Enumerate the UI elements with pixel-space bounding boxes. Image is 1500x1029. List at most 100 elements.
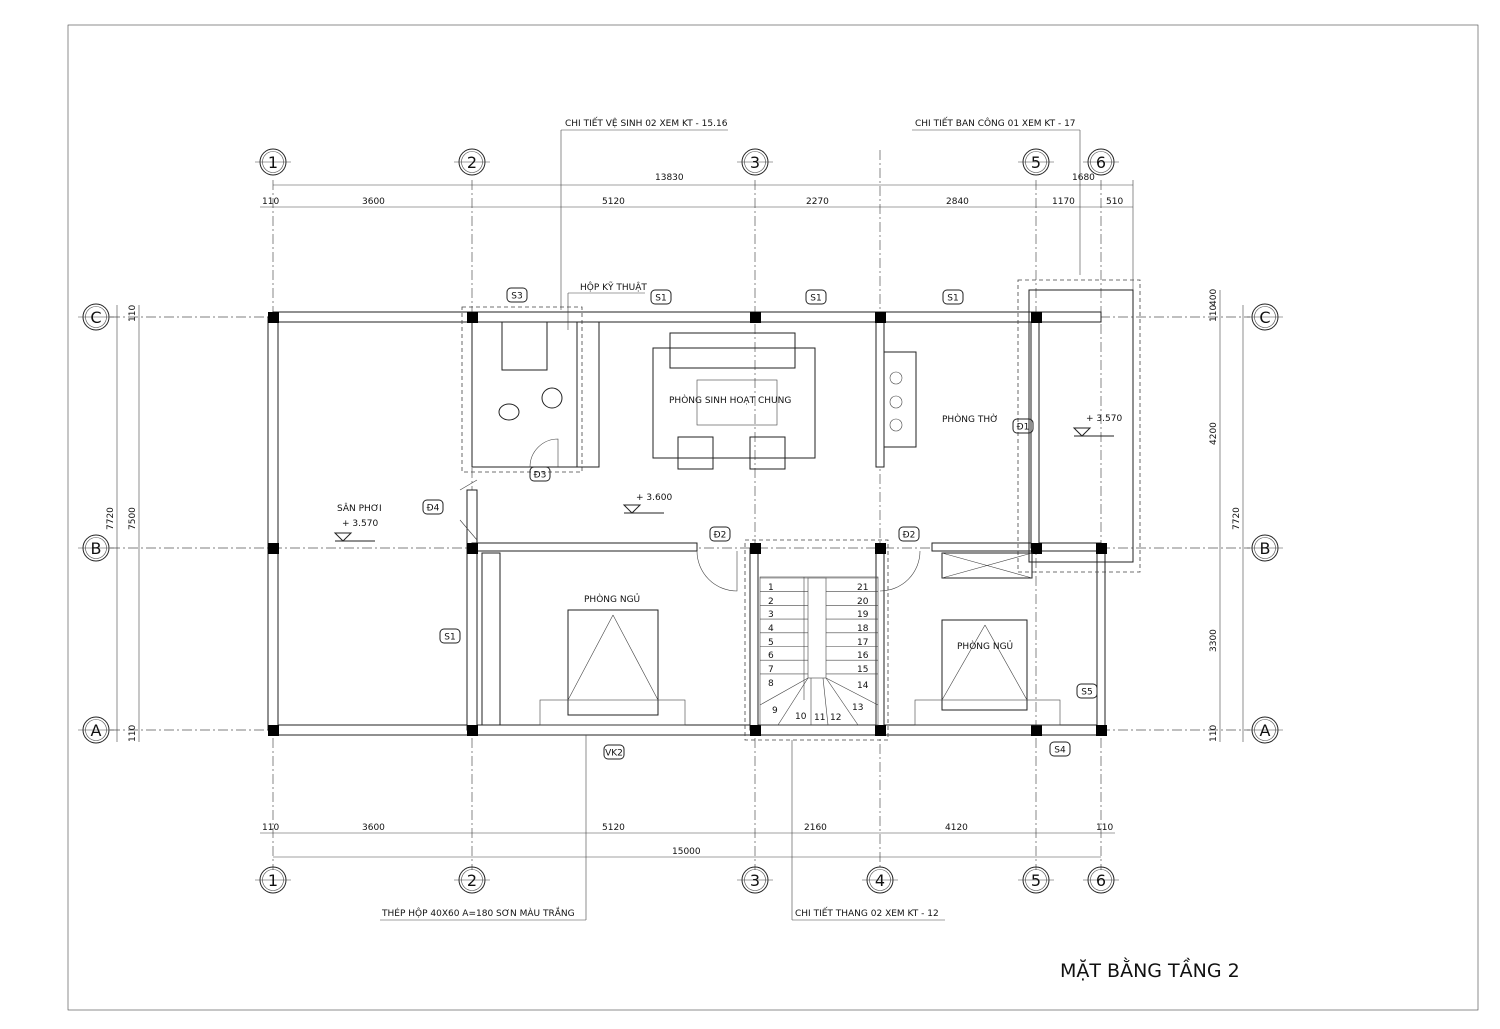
stair-number: 10 [795, 712, 807, 722]
stair-number: 4 [768, 624, 774, 634]
svg-text:7500: 7500 [128, 507, 138, 530]
walls [267, 279, 1141, 741]
level-markers: + 3.570 + 3.600 + 3.570 [333, 414, 1122, 542]
tag-s1b: S1 [805, 289, 827, 305]
stair-number: 18 [857, 624, 869, 634]
grid-bubble-right: B [1247, 534, 1283, 562]
svg-text:400: 400 [1209, 289, 1219, 306]
dim: 4120 [945, 823, 968, 833]
top-dimensions: 13830 1680 110 3600 5120 2270 2840 1170 … [260, 173, 1134, 290]
dim: 5120 [602, 197, 625, 207]
grid-label: A [91, 721, 102, 740]
grid-bubble-top: 6 [1083, 148, 1119, 176]
grid-bubble-bottom: 3 [737, 866, 773, 894]
svg-text:4200: 4200 [1209, 422, 1219, 445]
grid-label: 6 [1096, 153, 1106, 172]
grid-label: C [90, 308, 101, 327]
stair-number: 14 [857, 681, 869, 691]
stair-number: 15 [857, 665, 868, 675]
furniture [459, 321, 1061, 726]
svg-text:+ 3.600: + 3.600 [636, 493, 672, 503]
svg-text:110: 110 [128, 305, 138, 322]
tag-s3: S3 [506, 287, 528, 303]
grid-bubble-bottom: 6 [1083, 866, 1119, 894]
svg-text:S1: S1 [947, 294, 958, 304]
svg-text:Đ1: Đ1 [1017, 423, 1030, 433]
grid-label: B [91, 539, 102, 558]
grid-lines [110, 150, 1250, 870]
grid-label: B [1260, 539, 1271, 558]
svg-text:S1: S1 [444, 633, 455, 643]
grid-bubble-top: 1 [255, 148, 291, 176]
left-dimensions: 7720 7500 110 110 [106, 305, 140, 742]
stair-number: 3 [768, 610, 774, 620]
svg-text:7720: 7720 [106, 507, 116, 530]
svg-text:Đ3: Đ3 [534, 471, 547, 481]
grid-label: 2 [467, 153, 477, 172]
tag-s1d: S1 [439, 628, 461, 644]
dim: 2270 [806, 197, 829, 207]
grid-bubble-bottom: 1 [255, 866, 291, 894]
stair-number: 16 [857, 651, 869, 661]
grid-label: 3 [750, 871, 760, 890]
stair-number: 21 [857, 583, 868, 593]
svg-text:+ 3.570: + 3.570 [342, 519, 378, 529]
tag-s1c: S1 [942, 289, 964, 305]
svg-text:110: 110 [1209, 725, 1219, 742]
svg-text:S1: S1 [810, 294, 821, 304]
stair-number: 19 [857, 610, 869, 620]
svg-text:Đ2: Đ2 [903, 531, 916, 541]
stair-number: 1 [768, 583, 774, 593]
grid-label: 6 [1096, 871, 1106, 890]
note-steel: THÉP HỘP 40X60 A=180 SƠN MÀU TRẮNG [381, 906, 575, 919]
stair-number: 6 [768, 651, 774, 661]
svg-text:S3: S3 [511, 292, 522, 302]
tag-d3: Đ3 [529, 466, 551, 482]
room-label-bedroom-1: PHÒNG NGỦ [584, 593, 640, 605]
dim-top-total: 13830 [655, 173, 684, 183]
svg-text:Đ2: Đ2 [714, 531, 727, 541]
svg-text:VK2: VK2 [605, 749, 623, 759]
svg-text:7720: 7720 [1232, 507, 1242, 530]
note-wc-detail: CHI TIẾT VỆ SINH 02 XEM KT - 15.16 [565, 117, 728, 129]
tag-s1a: S1 [650, 289, 672, 305]
tag-d4: Đ4 [422, 499, 444, 515]
svg-text:S5: S5 [1081, 688, 1092, 698]
room-label-drying-yard: SÂN PHƠI [337, 502, 382, 514]
dim: 1170 [1052, 197, 1075, 207]
note-stair-detail: CHI TIẾT THANG 02 XEM KT - 12 [795, 907, 939, 919]
grid-label: A [1260, 721, 1271, 740]
svg-text:+ 3.570: + 3.570 [1086, 414, 1122, 424]
grid-bubble-left: C [78, 303, 114, 331]
dim: 2160 [804, 823, 827, 833]
tag-vk2: VK2 [603, 744, 625, 760]
stair-number: 7 [768, 665, 774, 675]
note-balcony-detail: CHI TIẾT BAN CÔNG 01 XEM KT - 17 [915, 117, 1076, 129]
svg-text:110: 110 [128, 725, 138, 742]
winder-line [822, 677, 829, 726]
dim: 3600 [362, 823, 385, 833]
dim: 5120 [602, 823, 625, 833]
winder-line [759, 677, 809, 706]
right-dimensions: 400 110 4200 3300 110 7720 [1209, 289, 1244, 742]
bottom-dimensions: 110 3600 5120 2160 4120 110 15000 [260, 823, 1115, 858]
grid-bubble-top: 3 [737, 148, 773, 176]
stair-number: 17 [857, 638, 868, 648]
stair-number: 12 [830, 713, 841, 723]
grid-label: C [1259, 308, 1270, 327]
svg-text:3300: 3300 [1209, 629, 1219, 652]
stair-number: 13 [852, 703, 863, 713]
columns [268, 312, 1107, 736]
room-label-bedroom-2: PHÒNG NGỦ [957, 640, 1013, 652]
svg-text:Đ4: Đ4 [427, 504, 440, 514]
dim: 110 [1096, 823, 1113, 833]
dim: 110 [262, 823, 279, 833]
stair-number: 9 [772, 706, 778, 716]
grid-bubble-right: C [1247, 303, 1283, 331]
grid-bubble-left: A [78, 716, 114, 744]
dim: 110 [262, 197, 279, 207]
stair-number: 8 [768, 679, 774, 689]
